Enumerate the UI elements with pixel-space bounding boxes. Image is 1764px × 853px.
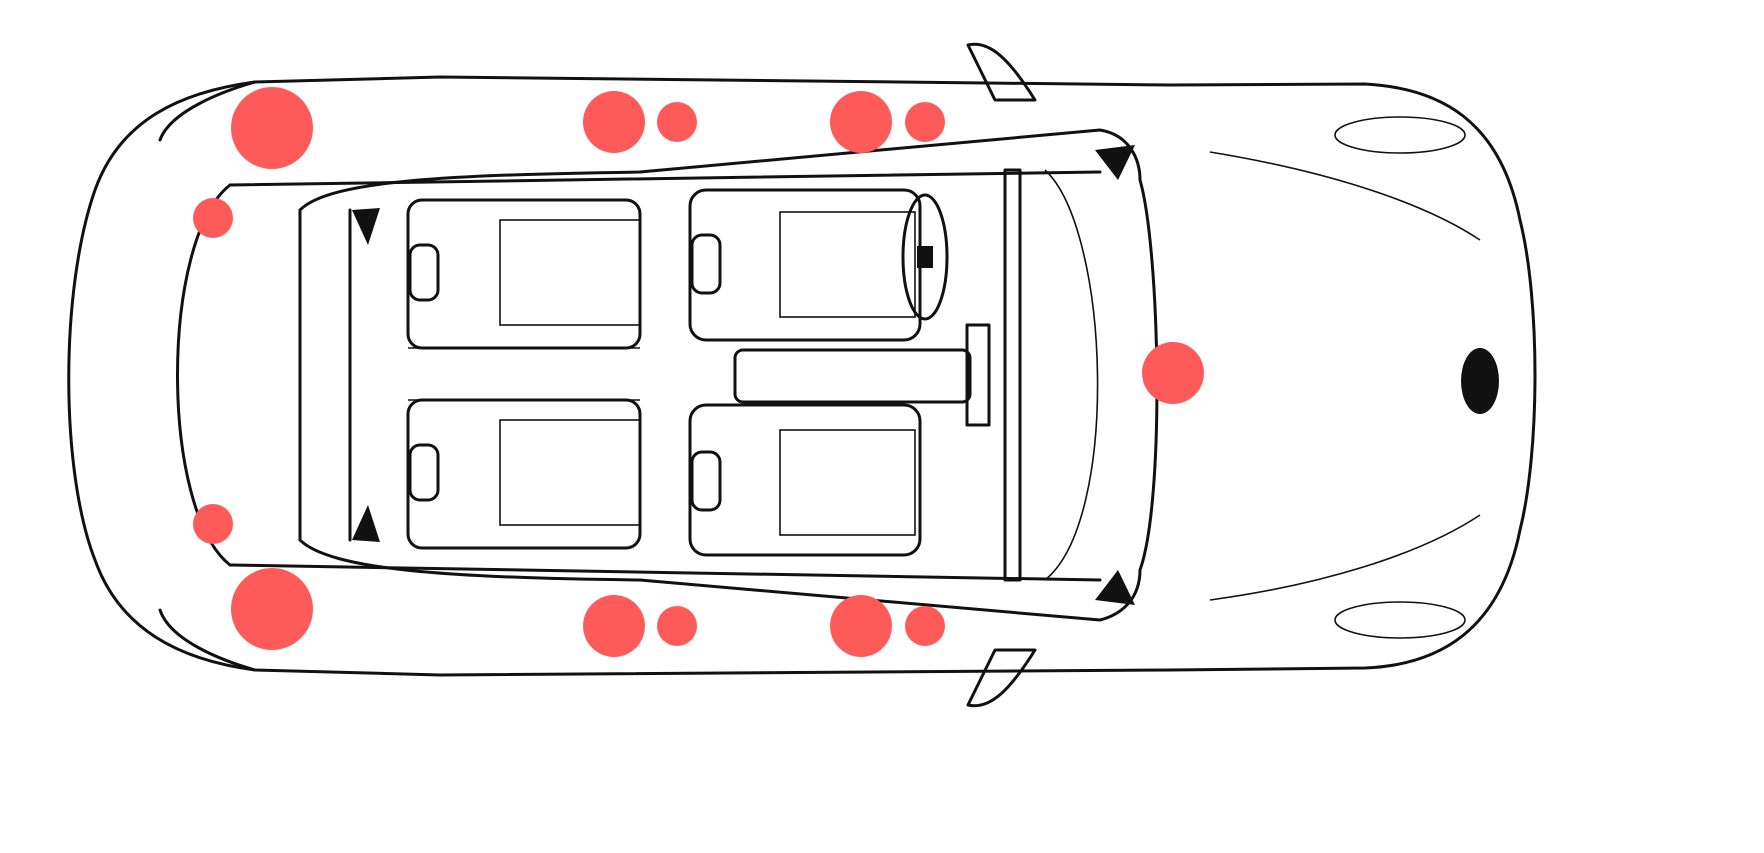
marker-dashboard-center	[1142, 342, 1204, 404]
marker-right-rear-door-a	[583, 595, 645, 657]
marker-rear-right-corner	[231, 568, 313, 650]
marker-left-front-door-a	[830, 91, 892, 153]
marker-rear-left-deck	[193, 198, 233, 238]
marker-rear-right-deck	[193, 504, 233, 544]
marker-left-rear-door-a	[583, 91, 645, 153]
marker-right-rear-door-b	[657, 606, 697, 646]
marker-right-front-door-b	[905, 606, 945, 646]
marker-right-front-door-a	[830, 595, 892, 657]
marker-rear-left-corner	[231, 87, 313, 169]
marker-left-front-door-b	[905, 102, 945, 142]
marker-left-rear-door-b	[657, 102, 697, 142]
marker-layer	[193, 87, 1204, 657]
car-outline	[67, 42, 1537, 708]
front-emblem	[1461, 348, 1499, 414]
